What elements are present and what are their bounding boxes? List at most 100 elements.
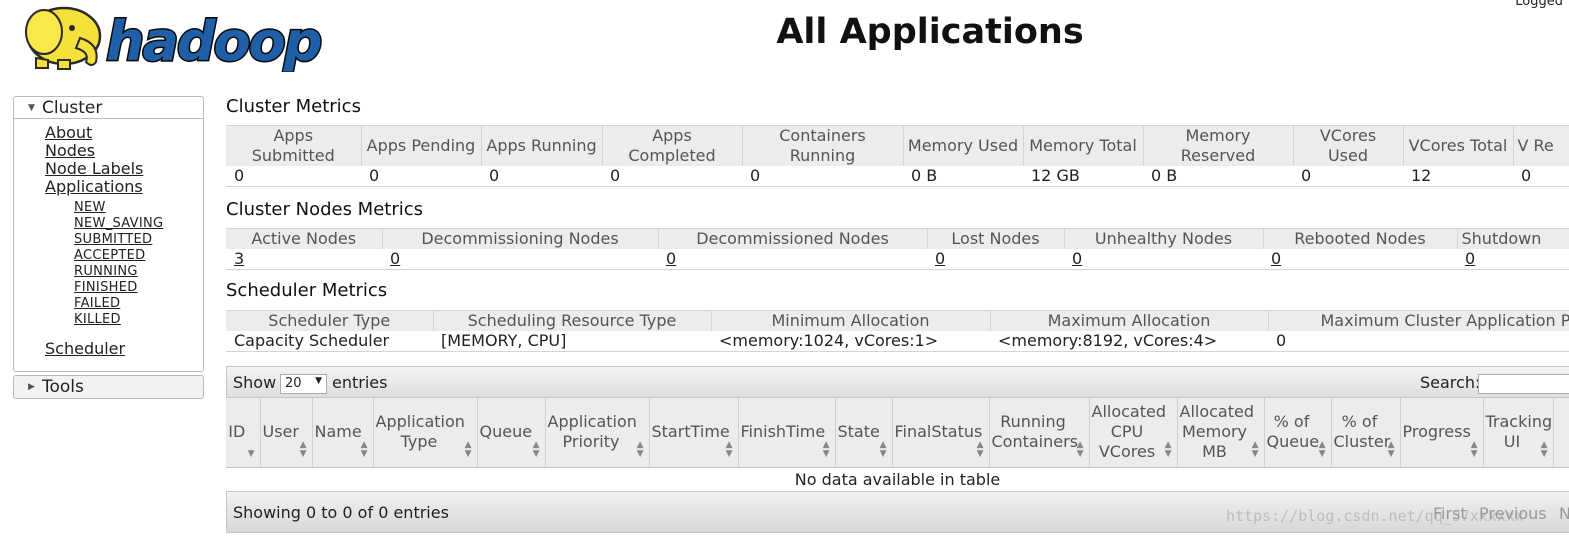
sort-icon: ▲▼ [725,439,733,459]
sort-icon: ▲▼ [879,439,887,459]
col-decommissioned-nodes: Decommissioned Nodes [658,228,928,249]
table-info: Showing 0 to 0 of 0 entries [233,503,449,522]
col-truncated[interactable] [1553,398,1569,468]
nav-scheduler-link[interactable]: Scheduler [45,339,126,358]
unhealthy-nodes-link[interactable]: 0 [1072,249,1083,268]
col-scheduling-resource-type: Scheduling Resource Type [433,310,712,331]
col-application-priority[interactable]: Application Priority▲▼ [545,398,650,468]
col-unhealthy-nodes: Unhealthy Nodes [1064,228,1264,249]
col-allocated-memory-mb[interactable]: Allocated Memory MB▲▼ [1177,398,1265,468]
empty-table-message: No data available in table [226,467,1569,492]
nav-state-killed-link[interactable]: KILLED [74,312,121,327]
pagination: First Previous N [1429,495,1569,529]
cluster-nodes-metrics-table: Active Nodes Decommissioning Nodes Decom… [226,228,1569,270]
dropdown-arrow-icon: ▼ [315,376,322,386]
col-percent-of-queue[interactable]: % of Queue▲▼ [1264,398,1332,468]
sort-icon: ▲▼ [1387,439,1395,459]
col-allocated-cpu-vcores[interactable]: Allocated CPU VCores▲▼ [1089,398,1178,468]
sort-icon: ▲▼ [1076,439,1084,459]
col-queue[interactable]: Queue▲▼ [477,398,546,468]
decommissioning-nodes-link[interactable]: 0 [390,249,401,268]
col-lost-nodes: Lost Nodes [927,228,1065,249]
cluster-metrics-title: Cluster Metrics [226,96,361,117]
col-max-cluster-app-priority: Maximum Cluster Application Pri [1268,310,1569,331]
sort-icon: ▲▼ [532,439,540,459]
col-memory-reserved: Memory Reserved [1143,125,1294,166]
col-apps-running: Apps Running [481,125,603,166]
metric-value: 12 [1403,166,1513,187]
tools-nav-header[interactable]: ▶ Tools [14,376,203,398]
nav-node-labels-link[interactable]: Node Labels [45,159,144,178]
col-decommissioning-nodes: Decommissioning Nodes [382,228,659,249]
next-page-button[interactable]: N [1559,504,1569,523]
resource-type-value: [MEMORY, CPU] [433,331,711,352]
search-input[interactable] [1478,374,1569,394]
logo-wordmark: hadoop [106,10,321,72]
scheduler-type-value: Capacity Scheduler [226,331,433,352]
scheduler-metrics-title: Scheduler Metrics [226,280,388,301]
col-vcores-reserved: V Re [1513,125,1569,166]
metric-value: 0 [1293,166,1403,187]
apps-table-toolbar: Show 20 ▼ entries Search: [226,366,1569,398]
col-tracking-ui[interactable]: Tracking UI▲▼ [1483,398,1554,468]
col-scheduler-type: Scheduler Type [226,310,434,331]
col-percent-of-cluster[interactable]: % of Cluster▲▼ [1331,398,1401,468]
col-state[interactable]: State▲▼ [835,398,893,468]
shutdown-nodes-link[interactable]: 0 [1465,249,1476,268]
previous-page-button[interactable]: Previous [1479,504,1547,523]
logged-in-status: Logged [1515,0,1563,9]
col-progress[interactable]: Progress▲▼ [1400,398,1484,468]
col-finish-time[interactable]: FinishTime▲▼ [738,398,836,468]
cluster-nodes-metrics-title: Cluster Nodes Metrics [226,199,424,220]
nav-state-new-link[interactable]: NEW [74,200,106,215]
nav-state-failed-link[interactable]: FAILED [74,296,121,311]
maximum-allocation-value: <memory:8192, vCores:4> [990,331,1268,352]
sort-icon: ▲▼ [299,439,307,459]
tools-nav-label: Tools [42,377,84,397]
page-length-select[interactable]: 20 ▼ [280,374,327,394]
sort-desc-icon: ▼ [247,448,255,459]
active-nodes-link[interactable]: 3 [234,249,245,268]
nav-state-new-saving-link[interactable]: NEW_SAVING [74,216,164,231]
cluster-nav-panel: ▼ Cluster About Nodes Node Labels Applic… [13,96,204,372]
nav-state-finished-link[interactable]: FINISHED [74,280,138,295]
page-title: All Applications [776,12,1084,52]
nav-about-link[interactable]: About [45,123,93,142]
col-apps-completed: Apps Completed [602,125,743,166]
first-page-button[interactable]: First [1433,504,1467,523]
metric-value: 0 [226,166,361,187]
nav-state-submitted-link[interactable]: SUBMITTED [74,232,153,247]
applications-table: ID▼ User▲▼ Name▲▼ Application Type▲▼ Que… [226,398,1569,492]
lost-nodes-link[interactable]: 0 [935,249,946,268]
metric-value: 0 [361,166,481,187]
nav-applications-link[interactable]: Applications [45,177,143,196]
col-start-time[interactable]: StartTime▲▼ [649,398,739,468]
watermark: https://blog.csdn.net/qq_37xxxxxx [1226,507,1525,525]
metric-value: 0 [1513,166,1569,187]
cluster-nav-label: Cluster [42,98,103,118]
col-final-status[interactable]: FinalStatus▲▼ [892,398,990,468]
col-vcores-used: VCores Used [1293,125,1404,166]
col-user[interactable]: User▲▼ [260,398,313,468]
col-application-type[interactable]: Application Type▲▼ [373,398,478,468]
col-name[interactable]: Name▲▼ [312,398,374,468]
sort-icon: ▲▼ [464,439,472,459]
sort-icon: ▲▼ [976,439,984,459]
page-length-value: 20 [285,376,302,391]
metric-value: 12 GB [1023,166,1143,187]
nav-state-running-link[interactable]: RUNNING [74,264,138,279]
col-running-containers[interactable]: Running Containers▲▼ [989,398,1090,468]
scheduler-metrics-table: Scheduler Type Scheduling Resource Type … [226,310,1569,352]
max-app-priority-value: 0 [1268,331,1569,352]
minimum-allocation-value: <memory:1024, vCores:1> [711,331,990,352]
nav-state-accepted-link[interactable]: ACCEPTED [74,248,146,263]
col-id[interactable]: ID▼ [226,398,261,468]
sort-icon: ▲▼ [360,439,368,459]
nav-nodes-link[interactable]: Nodes [45,141,96,160]
decommissioned-nodes-link[interactable]: 0 [666,249,677,268]
rebooted-nodes-link[interactable]: 0 [1271,249,1282,268]
col-memory-total: Memory Total [1023,125,1144,166]
cluster-nav-header[interactable]: ▼ Cluster [14,97,203,119]
hadoop-logo: hadoop [14,2,346,75]
sort-icon: ▲▼ [1251,439,1259,459]
